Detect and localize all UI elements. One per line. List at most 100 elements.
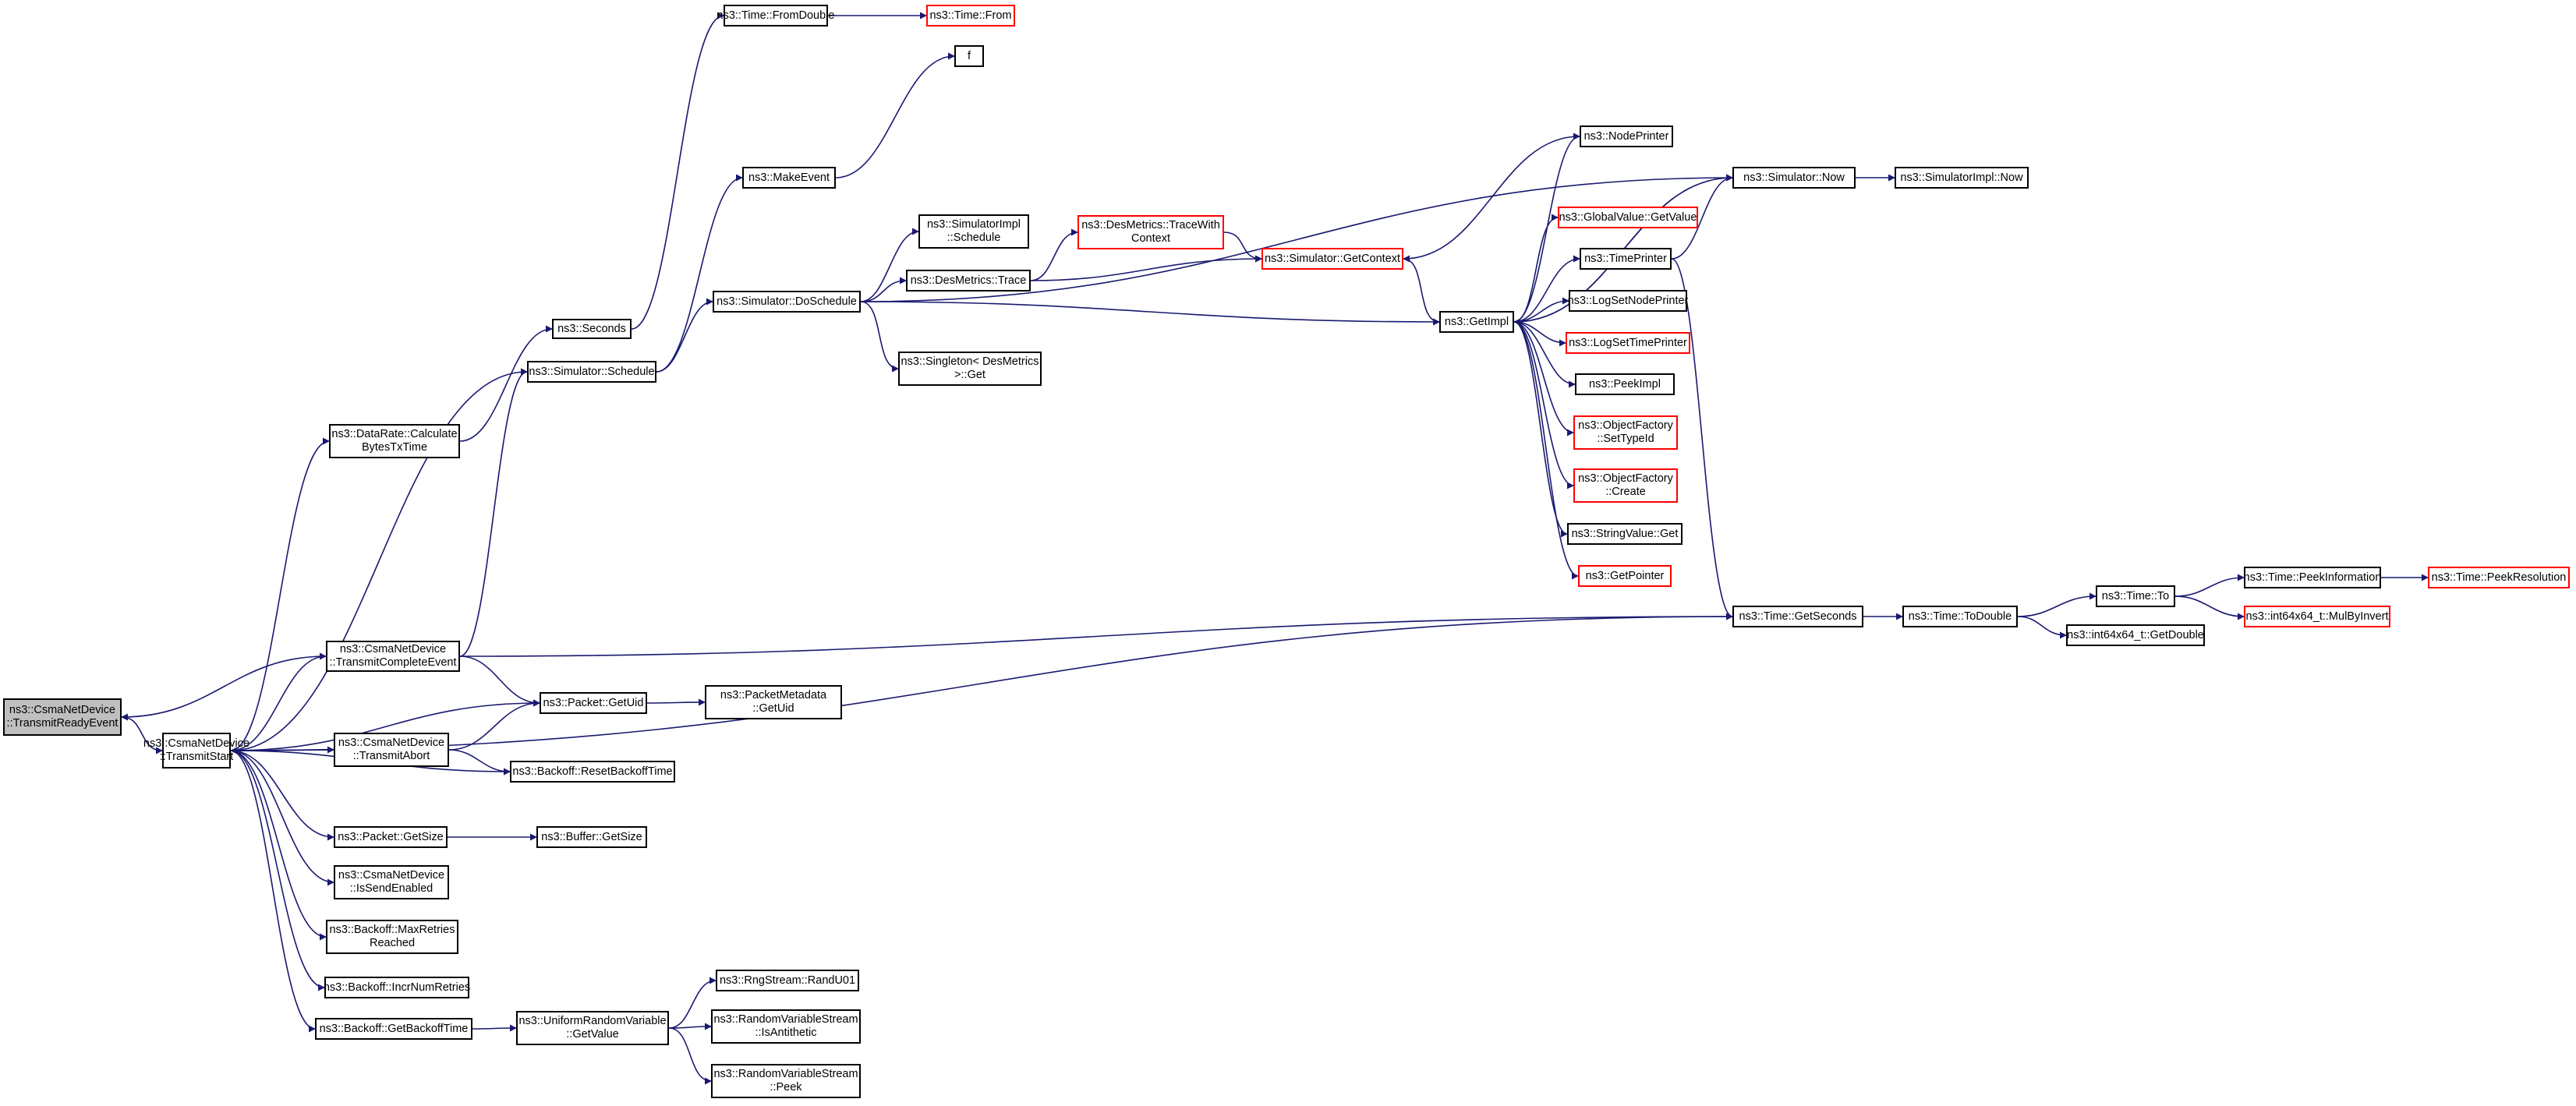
node-buffer-getsize[interactable]: ns3::Buffer::GetSize: [536, 826, 647, 848]
node-simimpl-now[interactable]: ns3::SimulatorImpl::Now: [1895, 167, 2029, 189]
node-label: ns3::int64x64_t::GetDouble: [2067, 628, 2204, 641]
node-peekimpl[interactable]: ns3::PeekImpl: [1575, 373, 1675, 395]
node-label: ns3::Backoff::MaxRetries: [329, 924, 455, 936]
node-packetmetadata-getuid[interactable]: ns3::PacketMetadata::GetUid: [705, 685, 842, 719]
node-logsettimeprinter[interactable]: ns3::LogSetTimePrinter: [1566, 332, 1690, 354]
node-label: ns3::GetImpl: [1444, 315, 1509, 328]
edge-transmit-abort-to-transmit-start: [230, 747, 334, 754]
edge-sim-doschedule-to-sim-now: [860, 174, 1733, 302]
node-nodeprinter[interactable]: ns3::NodePrinter: [1580, 125, 1673, 147]
edge-getimpl-to-peekimpl: [1513, 321, 1576, 388]
edge-desmetrics-trace-to-sim-getcontext: [1030, 255, 1262, 281]
node-label: ns3::PeekImpl: [1589, 377, 1661, 390]
node-label: ns3::Time::From: [929, 9, 1012, 22]
node-int64-mulbyinvert[interactable]: ns3::int64x64_t::MulByInvert: [2244, 606, 2390, 627]
edge-urv-getvalue-to-rvs-isantithetic: [668, 1023, 712, 1030]
node-label: BytesTxTime: [361, 441, 428, 454]
edge-transmit-start-to-issendenabled: [230, 750, 334, 886]
edge-transmit-abort-to-packet-getuid: [448, 699, 540, 751]
node-time-peekresolution[interactable]: ns3::Time::PeekResolution: [2428, 567, 2570, 588]
edge-desmetrics-tracewith-to-sim-getcontext: [1223, 231, 1262, 263]
node-make-event[interactable]: ns3::MakeEvent: [742, 167, 836, 189]
node-objfactory-settypeid[interactable]: ns3::ObjectFactory::SetTypeId: [1573, 415, 1678, 450]
node-getimpl[interactable]: ns3::GetImpl: [1439, 311, 1514, 333]
node-int64-getdouble[interactable]: ns3::int64x64_t::GetDouble: [2066, 624, 2205, 646]
node-time-fromdouble[interactable]: ns3::Time::FromDouble: [717, 5, 834, 27]
edge-root-to-transmit-start: [121, 716, 163, 754]
node-singleton-get[interactable]: ns3::Singleton< DesMetrics >::Get: [898, 352, 1042, 386]
node-time-peekinformation[interactable]: ns3::Time::PeekInformation: [2244, 567, 2381, 588]
node-packet-getsize[interactable]: ns3::Packet::GetSize: [334, 826, 448, 848]
edge-getimpl-to-logsetnodeprinter: [1513, 297, 1569, 323]
node-transmit-complete[interactable]: ns3::CsmaNetDevice::TransmitCompleteEven…: [326, 641, 460, 672]
node-label: ns3::Time::FromDouble: [717, 9, 835, 22]
node-time-todouble[interactable]: ns3::Time::ToDouble: [1902, 606, 2018, 627]
node-label: Reached: [369, 937, 416, 949]
node-urv-getvalue[interactable]: ns3::UniformRandomVariable::GetValue: [516, 1011, 669, 1045]
node-label: ns3::Buffer::GetSize: [541, 830, 642, 843]
node-label: ::IsSendEnabled: [349, 882, 433, 895]
node-label: ::GetUid: [752, 702, 794, 715]
edge-transmit-start-to-datarate-calc: [230, 437, 330, 751]
edge-timeprinter-to-sim-now: [1671, 174, 1733, 260]
edge-transmit-start-to-time-getseconds: [230, 613, 1733, 751]
node-label: Context: [1131, 232, 1170, 245]
node-label: ns3::Backoff::GetBackoffTime: [319, 1022, 469, 1035]
node-label: ns3::GetPointer: [1585, 569, 1665, 582]
node-backoff-reset[interactable]: ns3::Backoff::ResetBackoffTime: [510, 761, 675, 783]
node-seconds[interactable]: ns3::Seconds: [552, 319, 632, 339]
node-transmit-abort[interactable]: ns3::CsmaNetDevice::TransmitAbort: [334, 733, 449, 767]
edge-sim-doschedule-to-singleton-get: [860, 301, 899, 373]
node-sim-now[interactable]: ns3::Simulator::Now: [1732, 167, 1856, 189]
node-timeprinter[interactable]: ns3::TimePrinter: [1580, 248, 1672, 270]
node-transmit-start[interactable]: ns3::CsmaNetDevice::TransmitStart: [143, 733, 249, 769]
node-label: ns3::RandomVariableStream: [713, 1013, 858, 1026]
node-label: ns3::Time::PeekInformation: [2243, 571, 2382, 584]
node-label: ns3::Simulator::Schedule: [529, 365, 655, 378]
node-logsetnodeprinter[interactable]: ns3::LogSetNodePrinter: [1567, 290, 1689, 312]
edge-nodeprinter-to-sim-getcontext: [1403, 136, 1580, 263]
node-globalvalue-getvalue[interactable]: ns3::GlobalValue::GetValue: [1558, 207, 1698, 228]
node-label: ns3::LogSetNodePrinter: [1567, 294, 1689, 307]
node-rvs-peek[interactable]: ns3::RandomVariableStream::Peek: [711, 1064, 861, 1098]
node-stringvalue-get[interactable]: ns3::StringValue::Get: [1567, 523, 1683, 545]
node-issendenabled[interactable]: ns3::CsmaNetDevice::IsSendEnabled: [334, 865, 449, 899]
node-simimpl-schedule[interactable]: ns3::SimulatorImpl::Schedule: [918, 214, 1029, 249]
node-rngstream-randu01[interactable]: ns3::RngStream::RandU01: [716, 970, 859, 991]
node-sim-doschedule[interactable]: ns3::Simulator::DoSchedule: [713, 291, 861, 313]
node-f[interactable]: f: [954, 45, 984, 67]
node-time-to[interactable]: ns3::Time::To: [2096, 585, 2175, 607]
edge-transmit-start-to-backoff-incr: [230, 750, 325, 991]
node-time-from[interactable]: ns3::Time::From: [926, 5, 1015, 27]
node-label: ::TransmitAbort: [352, 750, 430, 762]
edge-transmit-complete-to-packet-getuid: [459, 655, 540, 707]
edge-packet-getuid-to-packetmetadata-getuid: [646, 698, 706, 706]
node-label: ::Peek: [770, 1081, 802, 1094]
node-sim-getcontext[interactable]: ns3::Simulator::GetContext: [1261, 248, 1403, 270]
edge-transmit-start-to-backoff-getbackofftime: [230, 750, 316, 1033]
node-label: ::IsAntithetic: [755, 1026, 817, 1039]
edge-transmit-start-to-transmit-complete: [230, 652, 327, 751]
node-objfactory-create[interactable]: ns3::ObjectFactory::Create: [1573, 468, 1678, 503]
edge-transmit-complete-to-time-getseconds: [459, 613, 1733, 657]
node-label: ::GetValue: [566, 1028, 619, 1041]
node-desmetrics-trace[interactable]: ns3::DesMetrics::Trace: [906, 270, 1031, 292]
node-rvs-isantithetic[interactable]: ns3::RandomVariableStream::IsAntithetic: [711, 1009, 861, 1044]
node-label: ns3::RngStream::RandU01: [719, 973, 856, 987]
node-packet-getuid[interactable]: ns3::Packet::GetUid: [540, 692, 647, 714]
edge-sim-doschedule-to-simimpl-schedule: [860, 228, 919, 302]
node-backoff-incr[interactable]: ns3::Backoff::IncrNumRetries: [324, 977, 470, 998]
node-label: ns3::Singleton< DesMetrics: [901, 355, 1039, 368]
node-label: ns3::Backoff::ResetBackoffTime: [512, 765, 673, 778]
edge-time-to-to-int64-mulbyinvert: [2174, 595, 2245, 620]
node-backoff-getbackofftime[interactable]: ns3::Backoff::GetBackoffTime: [315, 1018, 472, 1040]
node-time-getseconds[interactable]: ns3::Time::GetSeconds: [1732, 606, 1863, 627]
edge-sim-schedule-to-make-event: [656, 174, 743, 373]
node-label: ns3::ObjectFactory: [1578, 472, 1673, 485]
node-sim-schedule[interactable]: ns3::Simulator::Schedule: [527, 361, 656, 383]
node-getpointer[interactable]: ns3::GetPointer: [1578, 565, 1672, 587]
